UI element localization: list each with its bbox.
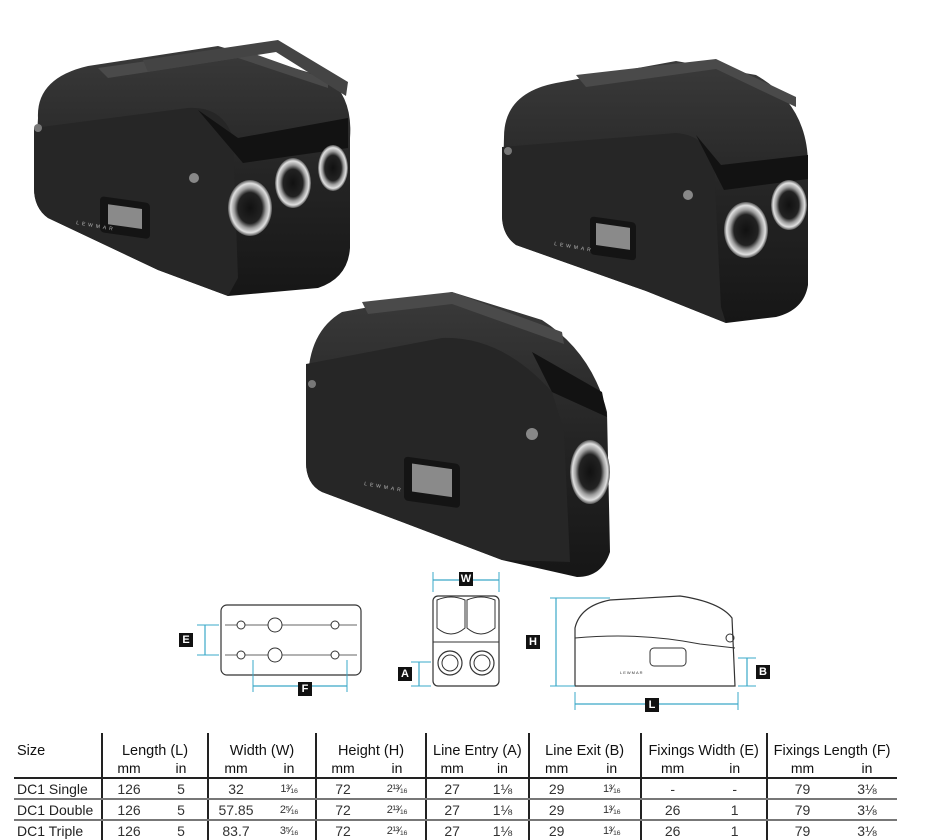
column-header-size: Size [17, 743, 46, 759]
table-cell: 2¹³⁄₁₆ [369, 778, 426, 800]
table-row: DC1 Single 126 5 32 1³⁄₁₆ 72 2¹³⁄₁₆ 27 1… [14, 778, 897, 800]
column-header-fixings-length: Fixings Length (F) [765, 733, 897, 759]
unit-header: mm [315, 759, 369, 779]
column-header-width: Width (W) [207, 733, 316, 759]
table-cell: 1 [703, 799, 767, 821]
unit-header: mm [527, 759, 584, 779]
product-image-double: LEWMAR [496, 55, 814, 325]
table-cell: 1³⁄₁₆ [263, 778, 316, 800]
table-row: DC1 Triple 126 5 83.7 3⁵⁄₁₆ 72 2¹³⁄₁₆ 27… [14, 820, 897, 840]
table-cell: 32 [207, 778, 263, 800]
unit-header: in [369, 759, 426, 779]
product-image-triple: LEWMAR [28, 38, 358, 300]
dimension-label-e: E [179, 633, 193, 647]
table-cell: 126 [101, 799, 155, 821]
table-row: DC1 Double 126 5 57.85 2⁵⁄₁₆ 72 2¹³⁄₁₆ 2… [14, 799, 897, 821]
table-cell: 5 [155, 799, 208, 821]
table-cell: 79 [765, 820, 838, 840]
row-label: DC1 Triple [17, 822, 84, 839]
column-header-height: Height (H) [315, 733, 426, 759]
table-cell: 1³⁄₁₆ [603, 824, 621, 837]
table-cell: 1⅛ [477, 778, 529, 800]
table-unit-header-row: mm in mm in mm in mm in mm in mm in mm i… [14, 759, 897, 779]
brand-logo: LEWMAR [620, 670, 644, 675]
unit-header: mm [207, 759, 263, 779]
table-cell: 5 [155, 778, 208, 800]
table-group-header-row: Size Length (L) Width (W) Height (H) Lin… [14, 733, 897, 759]
row-label: DC1 Double [14, 799, 102, 821]
unit-header: mm [639, 759, 704, 779]
table-cell: 126 [101, 778, 155, 800]
table-cell: 27 [424, 799, 478, 821]
column-header-line-exit: Line Exit (B) [527, 733, 641, 759]
table-cell: 3⅛ [857, 822, 877, 839]
table-cell: 27 [424, 778, 478, 800]
table-cell: 3⅛ [837, 778, 897, 800]
unit-header: in [583, 759, 641, 779]
table-cell: 1³⁄₁₆ [583, 799, 641, 821]
diagram-top-view: E F [175, 600, 395, 700]
unit-header: in [703, 759, 767, 779]
table-cell: 1³⁄₁₆ [583, 778, 641, 800]
table-cell: 27 [424, 820, 478, 840]
table-cell: 83.7 [207, 820, 263, 840]
table-cell: 2¹³⁄₁₆ [386, 824, 408, 837]
unit-header: in [477, 759, 529, 779]
dimension-label-w: W [459, 572, 473, 586]
specification-table: Size Length (L) Width (W) Height (H) Lin… [14, 733, 897, 840]
table-cell: 1 [730, 822, 739, 839]
dimension-label-f: F [298, 682, 312, 696]
unit-header: in [263, 759, 316, 779]
table-cell: 72 [315, 820, 369, 840]
table-cell: 2¹³⁄₁₆ [369, 799, 426, 821]
column-header-fixings-width: Fixings Width (E) [639, 733, 767, 759]
table-cell: 26 [639, 820, 704, 840]
unit-header: mm [101, 759, 155, 779]
table-cell: 1⅛ [492, 822, 513, 839]
row-label: DC1 Single [14, 778, 102, 800]
table-cell: 72 [315, 799, 369, 821]
table-cell: 126 [101, 820, 155, 840]
column-header-length: Length (L) [101, 733, 208, 759]
table-cell: 72 [315, 778, 369, 800]
unit-header: mm [424, 759, 478, 779]
table-cell: 26 [639, 799, 704, 821]
unit-header: in [155, 759, 208, 779]
dimension-label-a: A [398, 667, 412, 681]
unit-header: mm [765, 759, 838, 779]
dimension-label-l: L [645, 698, 659, 712]
table-cell: 79 [765, 778, 838, 800]
table-cell: - [639, 778, 704, 800]
table-cell: 2⁵⁄₁₆ [263, 799, 316, 821]
table-cell: 57.85 [207, 799, 263, 821]
table-cell: 29 [527, 778, 584, 800]
table-cell: 3⁵⁄₁₆ [279, 824, 299, 837]
table-cell: 3⅛ [837, 799, 897, 821]
unit-header: in [837, 759, 897, 779]
table-cell: 29 [527, 820, 584, 840]
table-cell: 5 [177, 822, 185, 839]
table-cell: - [703, 778, 767, 800]
column-header-line-entry: Line Entry (A) [425, 733, 529, 759]
dimension-label-h: H [526, 635, 540, 649]
table-cell: 79 [765, 799, 838, 821]
dimension-label-b: B [756, 665, 770, 679]
table-cell: 29 [527, 799, 584, 821]
diagram-side-view: LEWMAR H B L [520, 588, 780, 718]
product-image-single: LEWMAR [302, 292, 612, 582]
table-cell: 1⅛ [477, 799, 529, 821]
diagram-front-view: W A [393, 568, 513, 693]
